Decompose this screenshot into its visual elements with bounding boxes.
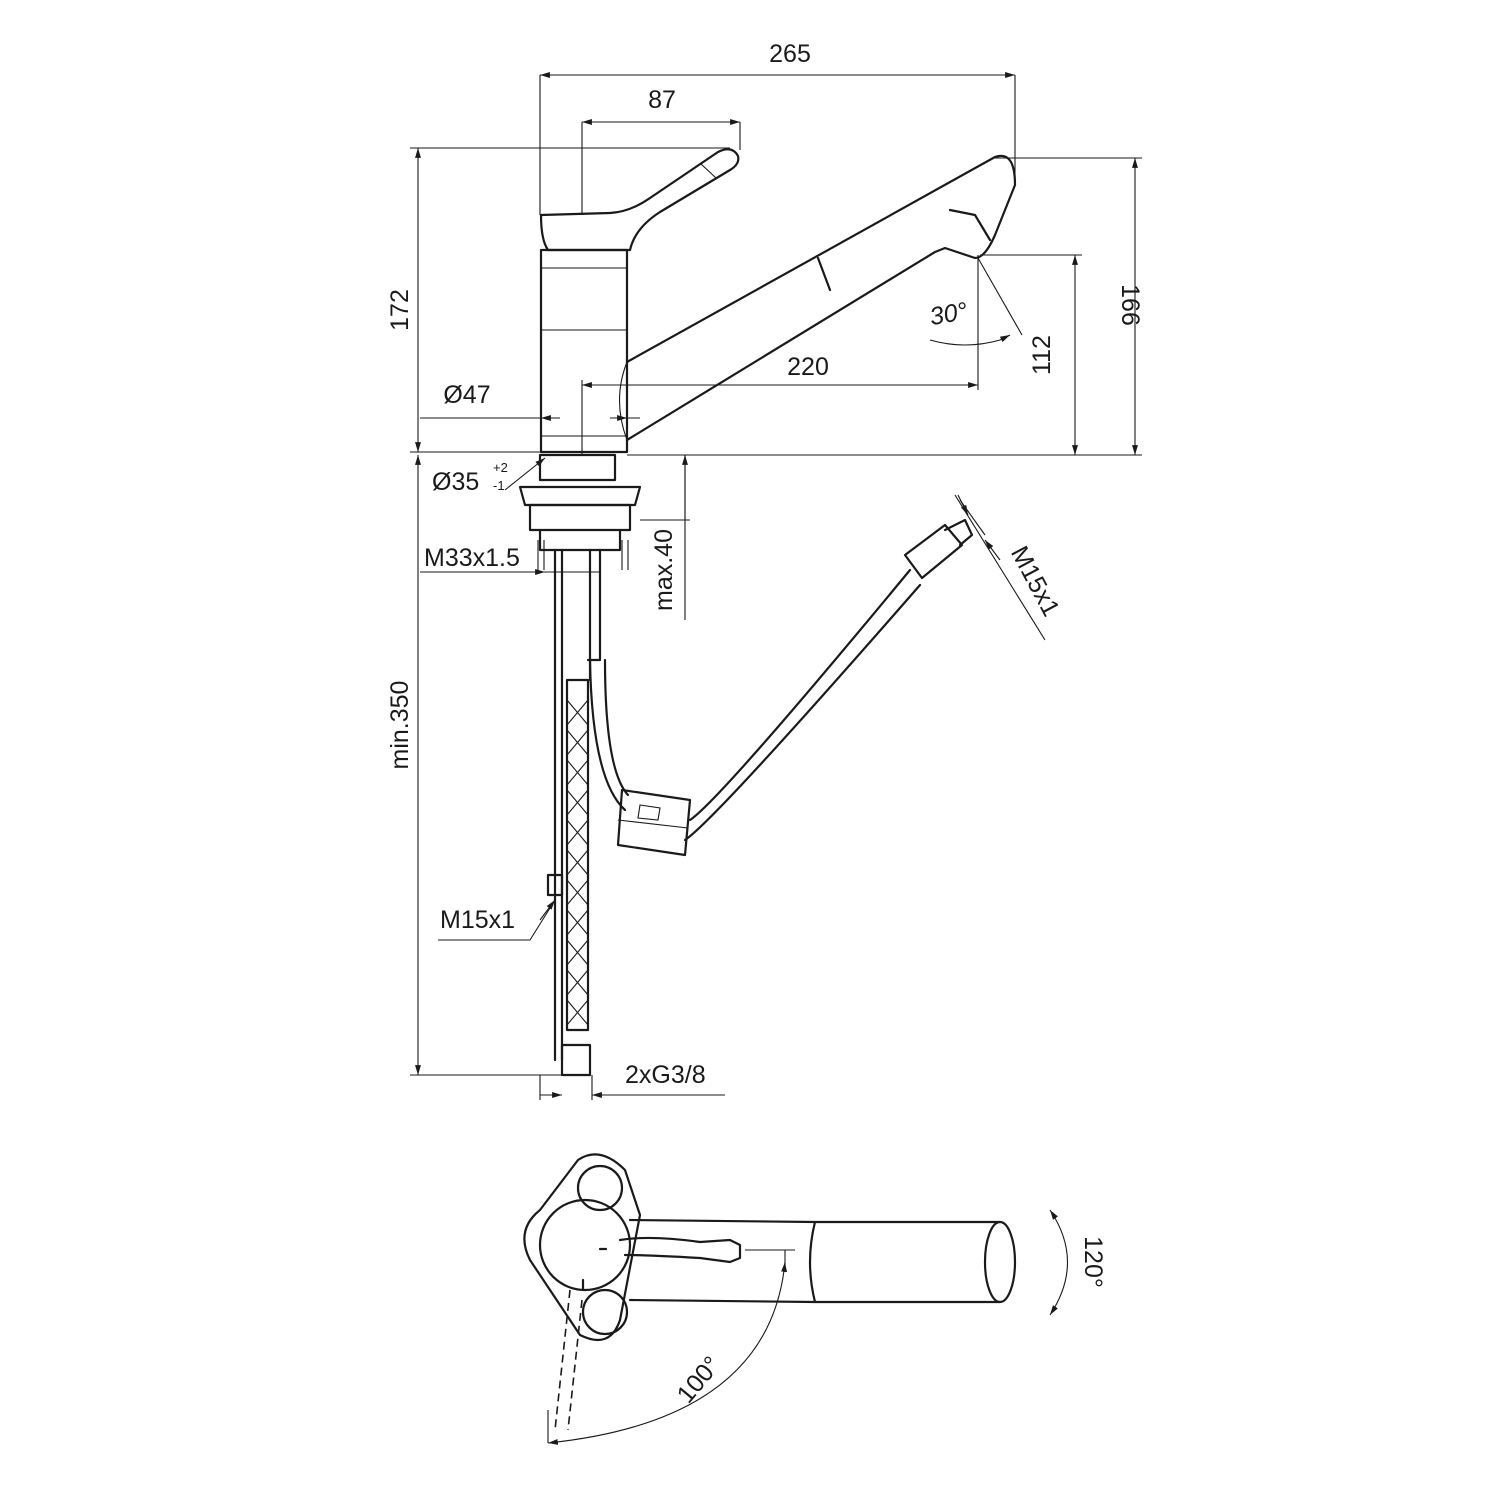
dim-max40: max.40 — [650, 529, 678, 611]
tol-plus: +2 — [493, 460, 508, 475]
dim-166: 166 — [1116, 284, 1144, 326]
dim-220: 220 — [787, 353, 829, 381]
mounting-assembly — [518, 453, 974, 1077]
faucet-top-view — [523, 1153, 1017, 1431]
dim-m15x1-bottom: M15x1 — [440, 906, 515, 934]
dim-m15x1-side: M15x1 — [1005, 542, 1065, 621]
dim-172: 172 — [386, 289, 414, 331]
dim-m33: M33x1.5 — [424, 544, 520, 572]
dim-diameter-47: Ø47 — [443, 381, 490, 409]
dim-120-deg: 120° — [1079, 1236, 1107, 1288]
dim-min350: min.350 — [386, 681, 414, 770]
tol-minus: -1 — [493, 478, 505, 493]
dimension-lines — [410, 72, 1142, 1445]
dim-87: 87 — [648, 86, 676, 114]
dim-265: 265 — [769, 40, 811, 68]
dim-g38: 2xG3/8 — [625, 1061, 706, 1089]
faucet-side-view — [539, 148, 1017, 454]
dim-112: 112 — [1028, 335, 1056, 375]
dimension-labels: 265 87 172 166 112 220 30° Ø47 Ø35 +2 -1… — [386, 40, 1144, 1409]
dim-100-deg: 100° — [672, 1351, 727, 1409]
dim-30-deg: 30° — [928, 297, 970, 331]
dim-diameter-35: Ø35 — [432, 468, 479, 496]
